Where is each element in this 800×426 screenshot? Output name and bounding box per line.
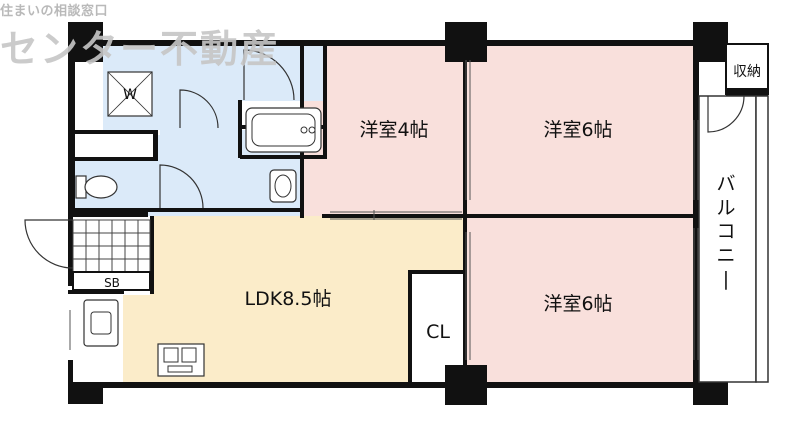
- label-shoe-box: SB: [104, 276, 120, 290]
- label-balcony: バルコニ|: [716, 173, 735, 290]
- balcony-label-char: ル: [716, 197, 735, 219]
- label-washer: W: [123, 87, 137, 103]
- closet-fill: [413, 272, 463, 380]
- storage-wall: [726, 88, 768, 96]
- watermark-tagline: 住まいの相談窓口: [0, 4, 109, 19]
- balcony-label-char: コ: [716, 221, 735, 243]
- bathtub: [245, 107, 322, 153]
- sliding-windows: [69, 60, 699, 360]
- balcony-label-char: バ: [716, 173, 735, 195]
- balcony-label-char: ニ: [716, 244, 735, 266]
- room-ldk-fill: [122, 216, 467, 382]
- room-western-6-top-fill: [467, 46, 697, 216]
- balcony-label-char: |: [723, 268, 729, 290]
- stove: [157, 343, 205, 377]
- toilet-bowl: [84, 175, 118, 199]
- sink-basin: [90, 311, 112, 335]
- balcony-rail: [755, 95, 769, 383]
- label-western-6-bottom: 洋室6帖: [543, 293, 612, 315]
- bath-front-fill: [240, 46, 325, 101]
- grill: [167, 365, 193, 373]
- room-western-6-bottom-fill: [467, 216, 697, 382]
- room-western-4-fill: [302, 46, 467, 216]
- kitchen-sink: [83, 299, 119, 347]
- balcony-door-arc: [707, 95, 745, 133]
- shoe-box: [72, 271, 151, 291]
- burner-left: [163, 347, 179, 363]
- label-storage: 収納: [733, 64, 761, 80]
- faucet-icon: [308, 126, 316, 134]
- interior-doors: [159, 49, 295, 209]
- drain-icon: [300, 126, 308, 134]
- label-ldk: LDK8.5帖: [245, 288, 332, 310]
- storage-box: [725, 43, 769, 95]
- balcony-outline: [698, 95, 757, 383]
- label-closet: CL: [426, 321, 450, 343]
- wash-basin-bowl: [274, 174, 292, 198]
- burner-right: [181, 347, 197, 363]
- entry-door-arc: [24, 219, 74, 269]
- label-western-6-top: 洋室6帖: [543, 119, 612, 141]
- entry-tiles: [72, 219, 151, 273]
- watermark-company: センター不動産: [0, 27, 281, 71]
- label-western-4: 洋室4帖: [359, 119, 428, 141]
- wash-basin: [269, 169, 297, 203]
